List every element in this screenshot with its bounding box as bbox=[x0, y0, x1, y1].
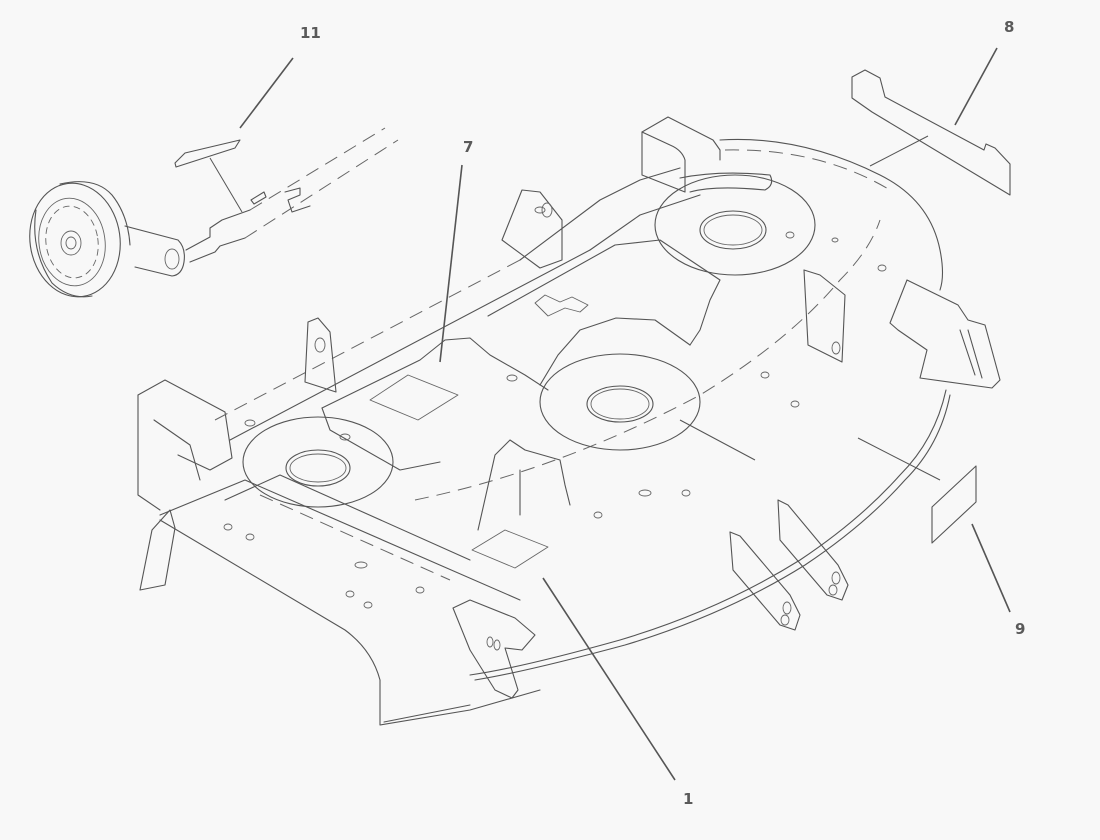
callout-9: 9 bbox=[1015, 620, 1026, 638]
deck-housing-part-1 bbox=[137, 116, 1001, 726]
callout-8: 8 bbox=[1004, 18, 1015, 36]
callout-1: 1 bbox=[683, 790, 694, 808]
callout-leaders bbox=[239, 47, 1011, 781]
callout-7: 7 bbox=[463, 138, 474, 156]
gauge-wheel-assembly bbox=[29, 127, 399, 298]
callout-11: 11 bbox=[300, 24, 321, 42]
deflector-part-8 bbox=[851, 69, 1011, 196]
decal-part-9 bbox=[931, 465, 977, 544]
